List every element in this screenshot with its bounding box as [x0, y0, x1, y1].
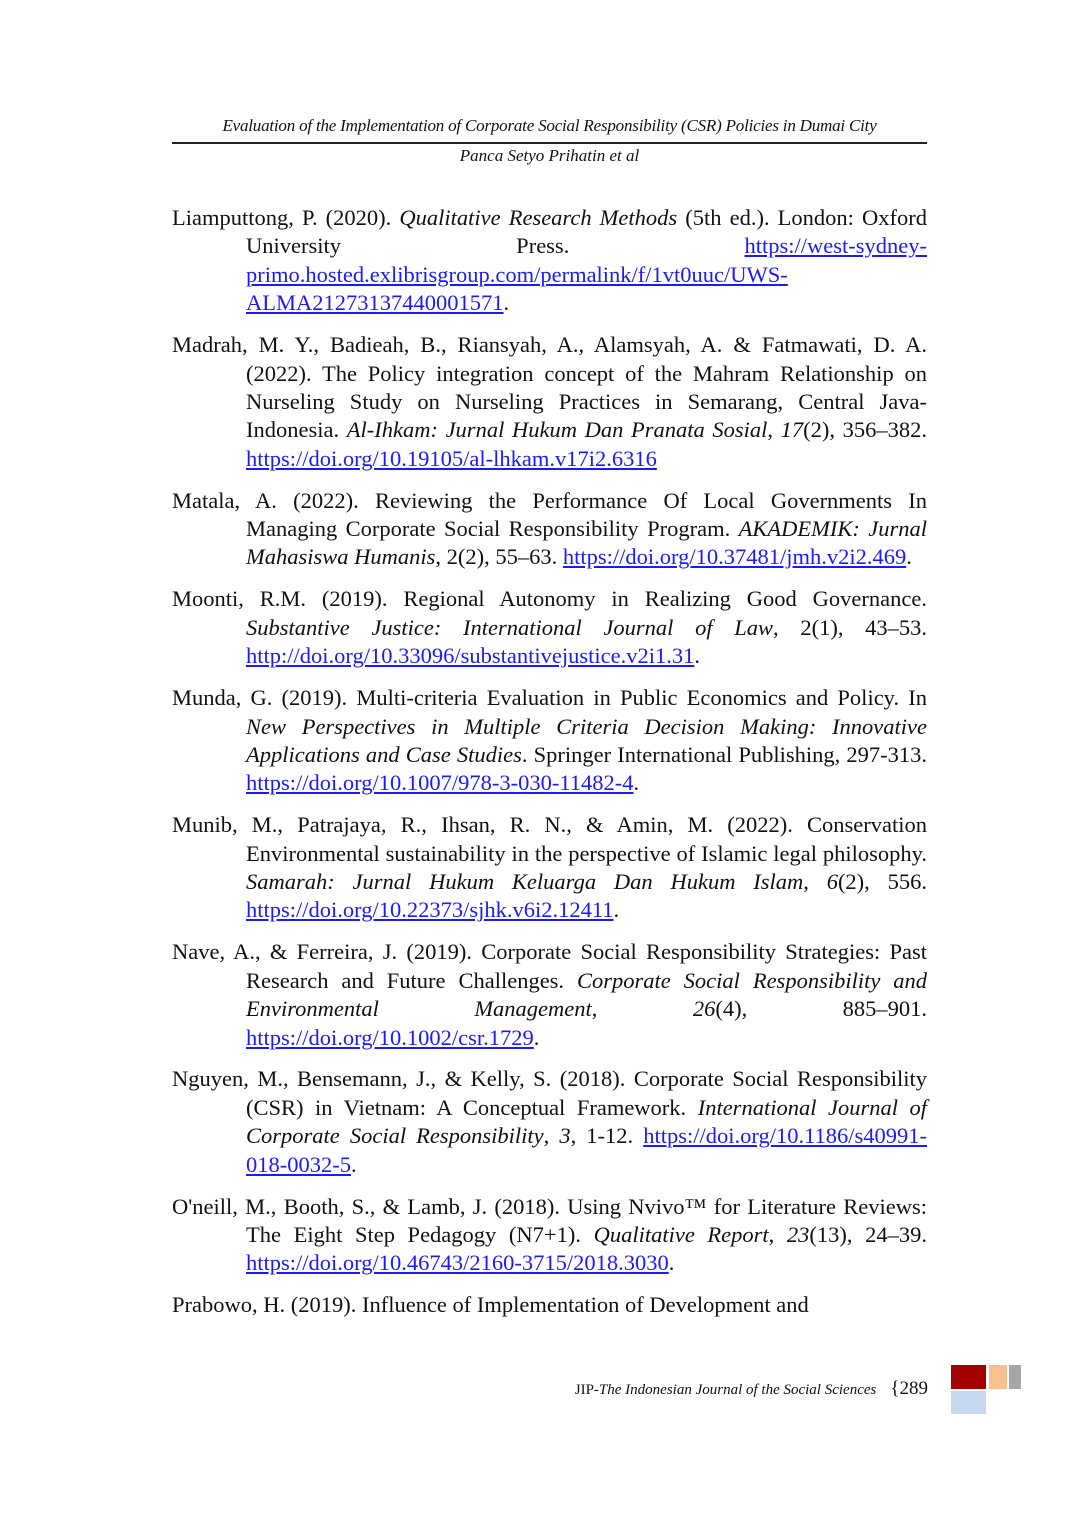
reference-text: , 2(2), 55–63. [435, 544, 563, 570]
reference-text: . [533, 1024, 540, 1050]
reference-text: , [591, 996, 693, 1022]
decor-square-gray [1009, 1365, 1021, 1389]
reference-source-title: Qualitative Research Methods [399, 205, 678, 230]
reference-source-title: 17 [780, 417, 804, 443]
reference-text: O'neill, M., Booth, S., & Lamb, J. (2018… [172, 1193, 927, 1247]
reference-text: . [633, 770, 640, 796]
reference-link[interactable]: https://west-sydney-primo.hosted.exlibri… [246, 233, 927, 316]
reference-entry: Prabowo, H. (2019). Influence of Impleme… [172, 1291, 927, 1319]
reference-entry: Liamputtong, P. (2020). Qualitative Rese… [172, 204, 927, 318]
reference-source-title: Al-Ihkam: Jurnal Hukum Dan Pranata Sosia… [346, 417, 768, 443]
reference-source-title: International Journal of Corporate Socia… [246, 1094, 927, 1149]
reference-link[interactable]: https://doi.org/10.22373/sjhk.v6i2.12411 [246, 897, 614, 923]
reference-entry: Moonti, R.M. (2019). Regional Autonomy i… [172, 585, 927, 670]
reference-text: , 1-12. [570, 1123, 644, 1149]
reference-source-title: 23 [786, 1222, 810, 1247]
reference-text: Nguyen, M., Bensemann, J., & Kelly, S. (… [172, 1066, 927, 1120]
reference-text: . [503, 290, 510, 316]
reference-text: . [694, 643, 700, 669]
reference-entry: Matala, A. (2022). Reviewing the Perform… [172, 487, 927, 572]
reference-link[interactable]: https://doi.org/10.19105/al-lhkam.v17i2.… [246, 445, 657, 471]
header-divider [172, 142, 927, 144]
decor-square-red [951, 1365, 986, 1389]
reference-entry: Nguyen, M., Bensemann, J., & Kelly, S. (… [172, 1065, 927, 1179]
reference-text: . Springer International Publishing, 297… [521, 741, 927, 767]
reference-text: . [613, 897, 620, 923]
reference-text: , [543, 1123, 560, 1149]
reference-source-title: Samarah: Jurnal Hukum Keluarga Dan Hukum… [246, 869, 804, 895]
journal-name: The Indonesian Journal of the Social Sci… [598, 1382, 877, 1398]
running-author: Panca Setyo Prihatin et al [459, 146, 640, 165]
journal-prefix: JIP- [574, 1382, 599, 1398]
running-title: Evaluation of the Implementation of Corp… [222, 116, 877, 135]
reference-source-title: 26 [692, 996, 716, 1022]
reference-text: Nave, A., & Ferreira, J. (2019). Corpora… [172, 939, 927, 993]
reference-text: Munib, M., Patrajaya, R., Ihsan, R. N., … [172, 812, 927, 866]
reference-text: Matala, A. (2022). Reviewing the Perform… [172, 487, 927, 542]
reference-source-title: 6 [826, 869, 838, 895]
reference-text: Moonti, R.M. (2019). Regional Autonomy i… [172, 586, 927, 612]
reference-text: , [767, 417, 781, 443]
reference-text: . [668, 1250, 675, 1276]
reference-source-title: Qualitative Report [593, 1222, 769, 1247]
reference-source-title: Substantive Justice: International Journ… [246, 614, 774, 640]
reference-link[interactable]: https://doi.org/10.1186/s40991-018-0032-… [246, 1123, 928, 1177]
reference-source-title: New Perspectives in Multiple Criteria De… [246, 713, 927, 767]
decor-square-blue [951, 1391, 986, 1414]
reference-text: Liamputtong, P. (2020). [172, 205, 400, 230]
reference-entry: Munib, M., Patrajaya, R., Ihsan, R. N., … [172, 811, 927, 925]
reference-link[interactable]: https://doi.org/10.37481/jmh.v2i2.469 [562, 544, 907, 570]
reference-source-title: 3 [559, 1123, 571, 1149]
reference-source-title: Corporate Social Responsibility and Envi… [246, 967, 927, 1022]
reference-text: (4), 885–901. [715, 996, 927, 1022]
reference-entry: Madrah, M. Y., Badieah, B., Riansyah, A.… [172, 331, 927, 473]
reference-text: (2), 556. [837, 869, 927, 895]
reference-text: Munda, G. (2019). Multi-criteria Evaluat… [172, 685, 927, 711]
reference-text: (5th ed.). London: Oxford University Pre… [246, 205, 927, 259]
page-footer: JIP-The Indonesian Journal of the Social… [520, 1378, 928, 1400]
reference-text: (13), 24–39. [809, 1222, 928, 1247]
reference-entry: Nave, A., & Ferreira, J. (2019). Corpora… [172, 938, 927, 1052]
reference-text: , [768, 1222, 787, 1247]
reference-text: , 2(1), 43–53. [773, 614, 927, 640]
reference-link[interactable]: https://doi.org/10.46743/2160-3715/2018.… [246, 1250, 669, 1276]
page-number: {289 [890, 1378, 928, 1399]
reference-link[interactable]: https://doi.org/10.1007/978-3-030-11482-… [246, 770, 634, 796]
reference-link[interactable]: http://doi.org/10.33096/substantivejusti… [246, 643, 695, 669]
reference-link[interactable]: https://doi.org/10.1002/csr.1729 [246, 1024, 534, 1050]
reference-entry: O'neill, M., Booth, S., & Lamb, J. (2018… [172, 1193, 927, 1278]
reference-text: (2), 356–382. [803, 417, 927, 443]
decor-square-peach [989, 1365, 1007, 1389]
reference-text: Madrah, M. Y., Badieah, B., Riansyah, A.… [172, 332, 927, 443]
reference-text: , [803, 869, 827, 895]
reference-text: . [351, 1151, 357, 1177]
reference-text: . [906, 544, 912, 570]
reference-text: Prabowo, H. (2019). Influence of Impleme… [172, 1292, 809, 1318]
reference-source-title: AKADEMIK: Jurnal Mahasiswa Humanis [246, 516, 928, 570]
reference-entry: Munda, G. (2019). Multi-criteria Evaluat… [172, 684, 927, 798]
reference-list: Liamputtong, P. (2020). Qualitative Rese… [172, 204, 927, 1333]
